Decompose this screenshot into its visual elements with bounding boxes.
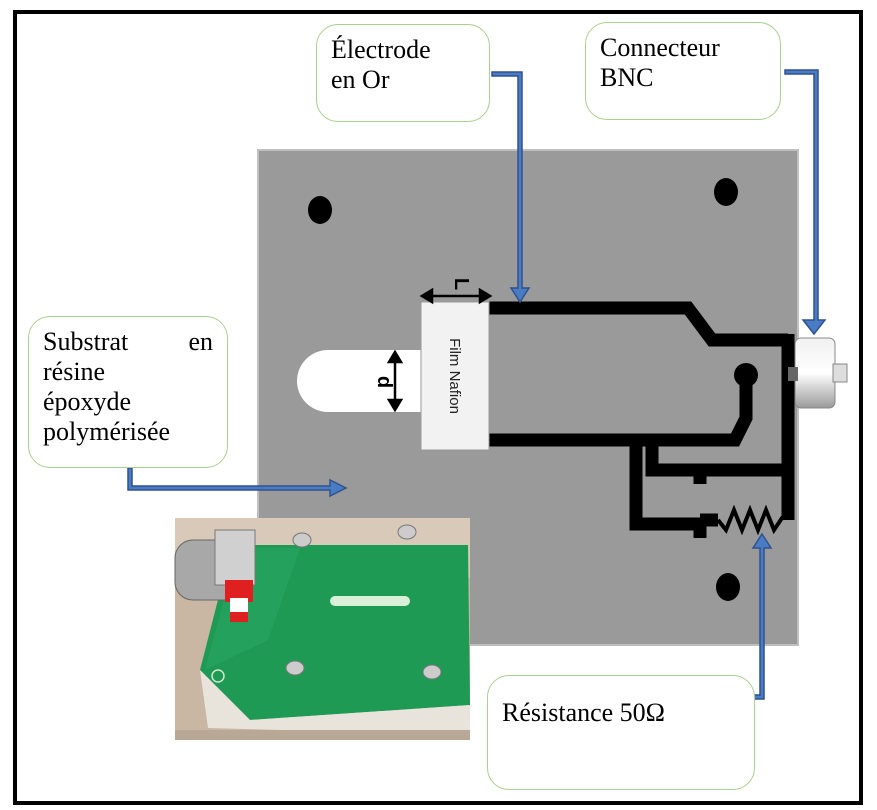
callout-electrode-line1: Électrode [331, 35, 431, 64]
callout-bnc-line2: BNC [600, 63, 654, 92]
dimension-d [386, 349, 404, 413]
nafion-film [420, 301, 490, 451]
callout-bnc: Connecteur BNC [585, 22, 781, 120]
callout-substrat-line2: résine [43, 357, 106, 386]
arrow-electrode [491, 71, 531, 304]
dimension-l [419, 287, 493, 305]
callout-resistance: Résistance 50Ω [487, 675, 755, 790]
arrow-substrat [127, 467, 348, 498]
dimension-d-label: d [373, 376, 395, 388]
mounting-hole [308, 196, 332, 224]
circuit-traces [488, 301, 795, 538]
callout-bnc-line1: Connecteur [600, 33, 720, 62]
resistor-symbol [716, 504, 788, 536]
callout-electrode-line2: en Or [331, 65, 390, 94]
mounting-hole [714, 178, 738, 206]
arrow-bnc [784, 69, 827, 336]
callout-substrat-line1: Substrat en [43, 327, 213, 356]
callout-substrat-line4: polymérisée [43, 417, 171, 446]
callout-substrat: Substrat en résine époxyde polymérisée [28, 316, 228, 468]
dimension-l-label: L [450, 278, 472, 290]
callout-electrode: Électrode en Or [316, 24, 490, 122]
callout-substrat-line3: époxyde [43, 387, 132, 416]
nafion-film-label: Film Nafion [446, 338, 463, 414]
bnc-body [794, 337, 836, 409]
trace-junction [734, 363, 758, 387]
bnc-pin [832, 363, 848, 383]
pcb-photo [174, 518, 470, 740]
callout-resistance-label: Résistance 50Ω [502, 698, 666, 727]
mounting-hole [716, 573, 740, 601]
callout-arrows [127, 69, 827, 700]
bnc-shaft [788, 367, 798, 381]
